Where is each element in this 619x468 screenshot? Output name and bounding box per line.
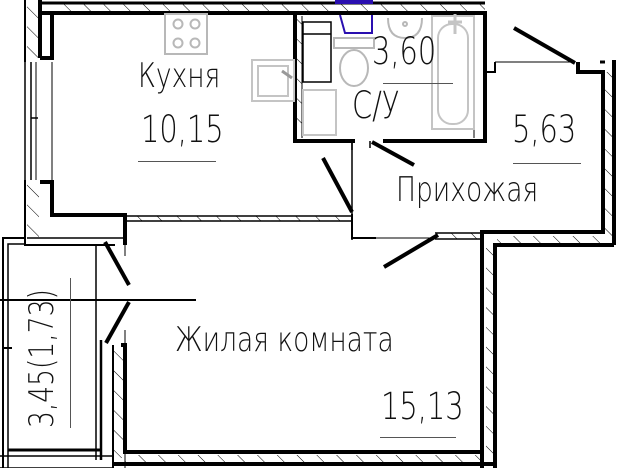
area-underline-hallway bbox=[513, 163, 581, 164]
kitchen-bottom-wall bbox=[125, 215, 352, 222]
cabinet bbox=[302, 21, 332, 83]
area-underline-living bbox=[380, 437, 456, 438]
toilet-fixture bbox=[333, 37, 375, 87]
stove-fixture bbox=[164, 13, 208, 55]
kitchen-door bbox=[321, 157, 354, 213]
window-accent bbox=[335, 0, 373, 4]
room-area-living: 15,13 bbox=[381, 385, 464, 428]
room-name-kitchen: Кухня bbox=[138, 56, 221, 96]
room-name-bathroom: С/У bbox=[352, 84, 400, 127]
area-underline-bathroom bbox=[383, 83, 453, 84]
hallway-walls bbox=[351, 58, 616, 468]
room-area-kitchen: 10,15 bbox=[141, 108, 224, 151]
room-area-hallway: 5,63 bbox=[512, 108, 577, 151]
kitchen-sink-fixture bbox=[251, 59, 295, 102]
entrance-door bbox=[513, 26, 576, 65]
exterior-wall-left bbox=[24, 0, 127, 246]
room-area-bathroom: 3,60 bbox=[372, 30, 437, 73]
area-underline-kitchen bbox=[138, 161, 216, 162]
balcony-door-leaf-2 bbox=[104, 301, 131, 344]
area-underline-balcony bbox=[70, 278, 71, 428]
balcony-door-leaf-1 bbox=[103, 241, 131, 286]
cistern-accent bbox=[339, 14, 373, 34]
bathroom-door bbox=[371, 140, 415, 167]
washer-fixture bbox=[302, 89, 337, 136]
room-name-living: Жилая комната bbox=[175, 320, 394, 360]
balcony-walls bbox=[0, 237, 196, 468]
doors bbox=[103, 26, 576, 344]
bathtub-fixture bbox=[431, 14, 475, 130]
room-area-balcony: 3,45(1,73) bbox=[22, 289, 62, 428]
living-room-door bbox=[382, 233, 440, 269]
sink-fixture bbox=[387, 17, 423, 40]
living-room-walls bbox=[112, 245, 495, 468]
room-name-hallway: Прихожая bbox=[396, 170, 539, 210]
